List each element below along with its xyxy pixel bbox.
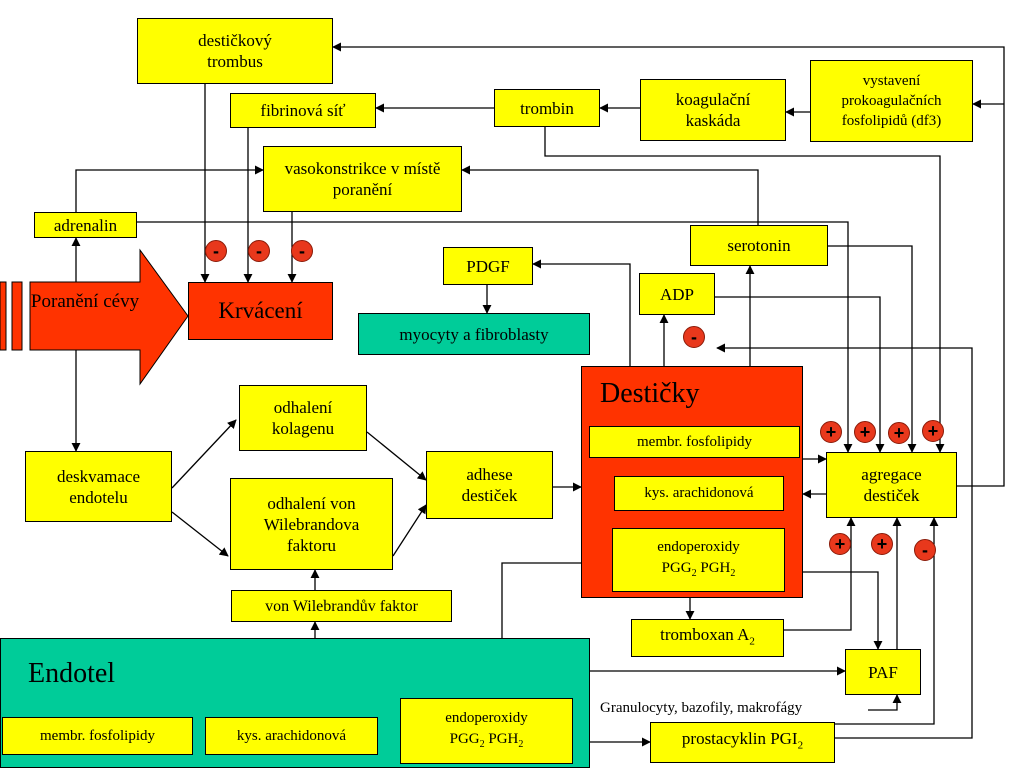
vasokonstrikce-box: vasokonstrikce v místě poranění	[263, 146, 462, 212]
serotonin-box: serotonin	[690, 225, 828, 266]
minus-sign-2: -	[248, 240, 270, 262]
tromboxan-label: tromboxan A2	[660, 624, 755, 648]
tromboxan-box: tromboxan A2	[631, 619, 784, 657]
odhaleni-kolagenu-box: odhalení kolagenu	[239, 385, 367, 451]
kys-arachidonova-desticky-box: kys. arachidonová	[614, 476, 784, 511]
endoperoxidy-desticky-box: endoperoxidy PGG2 PGH2	[612, 528, 785, 592]
odhaleni-kolagenu-label: odhalení kolagenu	[271, 398, 335, 438]
vystaveni-label: vystavení prokoagulačních fosfolipidů (d…	[841, 73, 942, 129]
fibrinova-sit-label: fibrinová síť	[260, 101, 346, 120]
adp-label: ADP	[659, 284, 694, 304]
pgg-pgh-desticky: PGG2 PGH2	[661, 559, 736, 579]
koagulacni-kaskada-box: koagulační kaskáda	[640, 79, 786, 141]
krvaceni-label: Krvácení	[218, 298, 303, 323]
plus-sign-4: +	[922, 420, 944, 442]
desticky-title: Destičky	[600, 378, 700, 409]
plus-sign-3: +	[888, 422, 910, 444]
membr-fosfolipidy-endotel-box: membr. fosfolipidy	[2, 717, 193, 755]
minus-sign-3: -	[291, 240, 313, 262]
odhaleni-vwf-box: odhalení von Wilebrandova faktoru	[230, 478, 393, 570]
poraneni-cevy-text: Poranění cévy	[30, 291, 140, 312]
agregace-label: agregace destiček	[861, 465, 922, 505]
pgg-pgh-endotel: PGG2 PGH2	[449, 730, 524, 750]
agregace-box: agregace destiček	[826, 452, 957, 518]
serotonin-label: serotonin	[727, 236, 791, 255]
vwf-box: von Wilebrandův faktor	[231, 590, 452, 622]
trombin-box: trombin	[494, 89, 600, 127]
kys-arachidonova-endotel-box: kys. arachidonová	[205, 717, 378, 755]
adrenalin-box: adrenalin	[34, 212, 137, 238]
deskvamace-label: deskvamace endotelu	[56, 466, 141, 507]
fibrinova-sit-box: fibrinová síť	[230, 93, 376, 128]
minus-sign-5: -	[914, 539, 936, 561]
pdgf-box: PDGF	[443, 247, 533, 285]
myocyty-label: myocyty a fibroblasty	[399, 324, 549, 344]
prostacyklin-label: prostacyklin PGI2	[681, 729, 804, 752]
kys-arachidonova-endotel-label: kys. arachidonová	[236, 727, 347, 744]
granulocyty-label: Granulocyty, bazofily, makrofágy	[600, 700, 803, 716]
vasokonstrikce-label: vasokonstrikce v místě poranění	[284, 159, 441, 199]
plus-sign-6: +	[871, 533, 893, 555]
minus-sign-1: -	[205, 240, 227, 262]
vwf-label: von Wilebrandův faktor	[265, 597, 418, 615]
endoperoxidy-desticky-label: endoperoxidy	[657, 538, 740, 555]
adrenalin-label: adrenalin	[53, 215, 118, 235]
injury-label: Poranění cévy	[30, 290, 140, 314]
plus-sign-5: +	[829, 533, 851, 555]
membr-fosfolipidy-desticky-box: membr. fosfolipidy	[589, 426, 800, 458]
deskvamace-box: deskvamace endotelu	[25, 451, 172, 522]
pdgf-label: PDGF	[466, 256, 510, 276]
minus-sign-4: -	[683, 326, 705, 348]
adhese-label: adhese destiček	[461, 465, 518, 505]
krvaceni-box: Krvácení	[188, 282, 333, 340]
destickovy-trombus-box: destičkový trombus	[137, 18, 333, 84]
vystaveni-box: vystavení prokoagulačních fosfolipidů (d…	[810, 60, 973, 142]
membr-fosfolipidy-desticky-label: membr. fosfolipidy	[637, 433, 752, 450]
trombin-label: trombin	[520, 98, 574, 118]
kys-arachidonova-desticky-label: kys. arachidonová	[644, 485, 754, 501]
membr-fosfolipidy-endotel-label: membr. fosfolipidy	[40, 727, 155, 744]
koagulacni-kaskada-label: koagulační kaskáda	[675, 90, 751, 130]
odhaleni-vwf-label: odhalení von Wilebrandova faktoru	[263, 493, 360, 555]
endoperoxidy-endotel-box: endoperoxidy PGG2 PGH2	[400, 698, 573, 764]
paf-box: PAF	[845, 649, 921, 695]
myocyty-box: myocyty a fibroblasty	[358, 313, 590, 355]
adp-box: ADP	[639, 273, 715, 315]
plus-sign-2: +	[854, 421, 876, 443]
paf-label: PAF	[868, 662, 898, 682]
endoperoxidy-endotel-label: endoperoxidy	[445, 709, 528, 726]
destickovy-trombus-label: destičkový trombus	[198, 31, 272, 71]
plus-sign-1: +	[820, 421, 842, 443]
prostacyklin-box: prostacyklin PGI2	[650, 722, 835, 763]
adhese-box: adhese destiček	[426, 451, 553, 519]
endotel-title: Endotel	[28, 658, 116, 689]
